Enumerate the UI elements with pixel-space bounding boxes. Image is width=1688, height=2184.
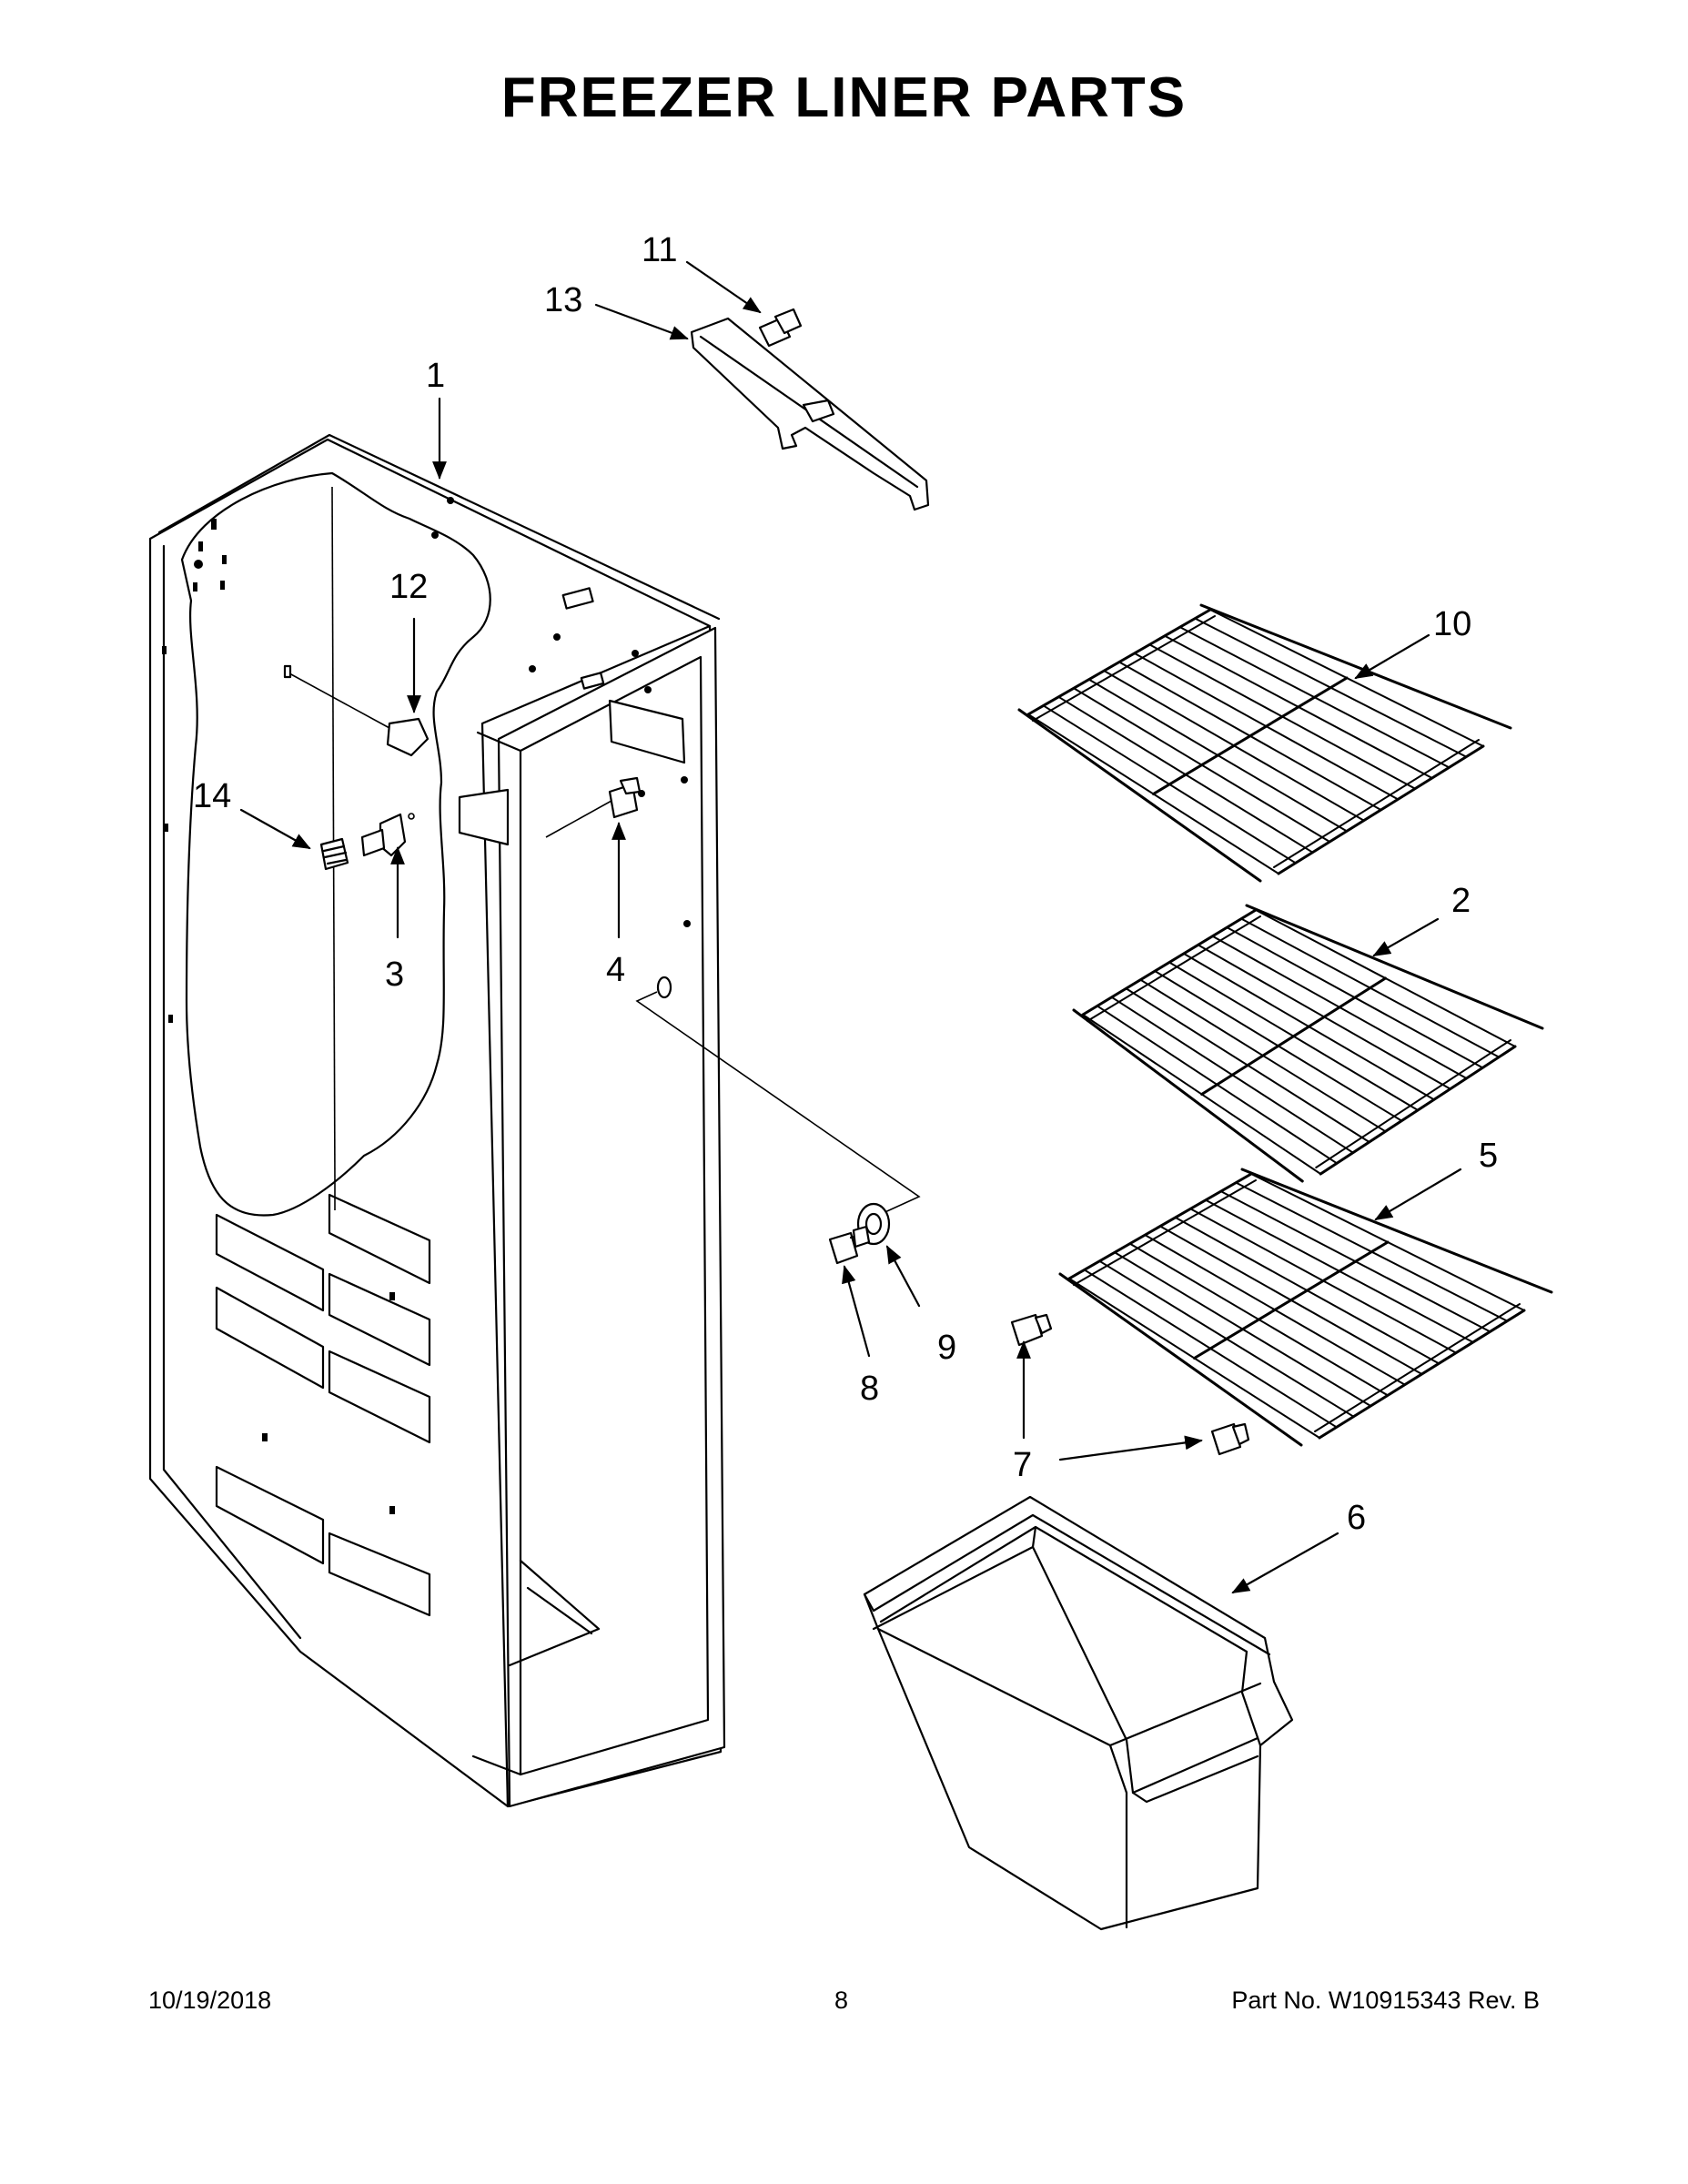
- footer-part-number: Part No. W10915343 Rev. B: [1231, 1987, 1540, 2014]
- footer-date: 10/19/2018: [148, 1987, 272, 2014]
- wire-shelf-part-5: [1058, 1168, 1553, 1447]
- page-title: FREEZER LINER PARTS: [500, 66, 1188, 129]
- wire-shelf-part-2: [1072, 904, 1544, 1183]
- shelf-support-part-7-a: [1010, 1313, 1053, 1347]
- spacer-part-9: [852, 1202, 891, 1249]
- callout-4: 4: [606, 951, 625, 989]
- callout-7: 7: [1013, 1446, 1032, 1484]
- rail-part-13: [690, 317, 930, 511]
- screw-part-14: [319, 837, 349, 871]
- callout-arrows: [239, 260, 1462, 1594]
- callout-12: 12: [389, 568, 428, 606]
- footer-page-number: 8: [834, 1987, 849, 2014]
- callout-11: 11: [642, 231, 677, 269]
- callout-6: 6: [1347, 1499, 1366, 1537]
- callout-10: 10: [1433, 605, 1471, 643]
- screw-part-11: [758, 308, 803, 348]
- callout-8: 8: [860, 1370, 879, 1408]
- callout-2: 2: [1451, 882, 1471, 920]
- callout-5: 5: [1479, 1137, 1498, 1175]
- callout-9: 9: [937, 1329, 956, 1367]
- clip-part-4: [545, 776, 642, 838]
- callout-3: 3: [385, 956, 404, 994]
- callout-14: 14: [193, 777, 231, 815]
- wire-shelf-part-10: [1017, 603, 1512, 883]
- shelf-support-part-7-b: [1210, 1422, 1250, 1456]
- callout-labels: 1 2 3 4 5 6 7 8 9 10 11 13 12 14: [193, 231, 1498, 1537]
- mount-hole: [635, 976, 921, 1220]
- callout-13: 13: [544, 281, 582, 319]
- freezer-liner-part-1: [148, 433, 726, 1808]
- freezer-bin-part-6: [863, 1495, 1294, 1931]
- clip-part-12: [283, 664, 430, 757]
- callout-1: 1: [426, 357, 445, 395]
